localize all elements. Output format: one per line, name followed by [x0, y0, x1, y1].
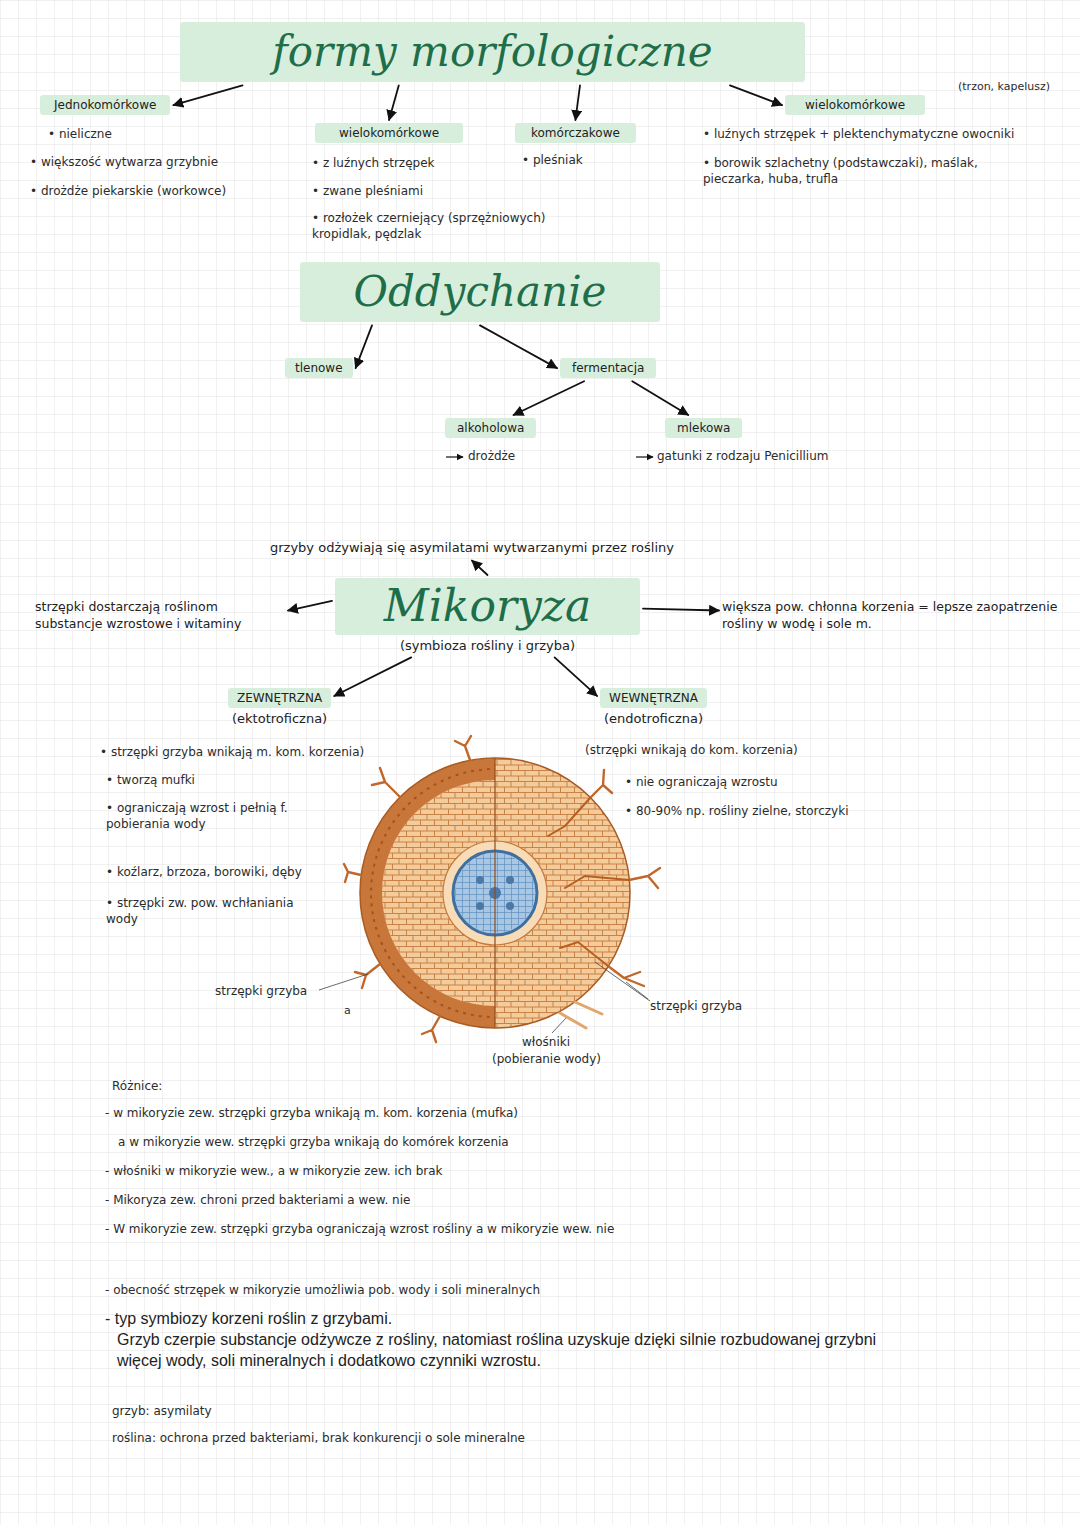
node-heading: alkoholowa: [445, 418, 536, 438]
handwritten-note: (pobieranie wody): [492, 1051, 601, 1067]
handwritten-note: włośniki: [522, 1034, 570, 1050]
note-box: strzępki dostarczają roślinom substancje…: [35, 598, 285, 634]
leader-lines: [319, 962, 650, 1033]
highlighted-heading: wielokomórkowe: [315, 123, 463, 143]
node-heading: komórczakowe: [515, 123, 636, 143]
node-heading: mlekowa: [665, 418, 742, 438]
node-heading: wielokomórkowe: [315, 123, 463, 143]
highlighted-heading: ZEWNĘTRZNA(ektotroficzna): [228, 688, 331, 728]
arrow-connector: [480, 325, 557, 368]
handwritten-note: • drożdże piekarskie (workowce): [30, 183, 226, 199]
highlighted-heading: mlekowa: [665, 418, 742, 438]
handwritten-note: • nieliczne: [48, 126, 112, 142]
handwritten-note: (strzępki wnikają do kom. korzenia): [585, 742, 798, 758]
handwritten-note: • 80-90% np. rośliny zielne, storczyki: [625, 803, 849, 819]
handwritten-note: - włośniki w mikoryzie wew., a w mikoryz…: [105, 1163, 443, 1179]
root-cross-section: [344, 736, 660, 1042]
typed-note: Grzyb czerpie substancje odżywcze z rośl…: [117, 1330, 917, 1372]
root-cortex: [495, 758, 630, 1028]
arrow-connector: [472, 561, 488, 575]
fungal-hyphae: [344, 736, 660, 1042]
node-heading: Oddychanie: [300, 262, 660, 322]
node-subtitle: (symbioza rośliny i grzyba): [335, 635, 640, 655]
root-outline: [360, 758, 630, 1028]
node-subtitle: (endotroficzna): [600, 708, 707, 728]
handwritten-note: - Mikoryza zew. chroni przed bakteriami …: [105, 1192, 410, 1208]
note-box: grzyby odżywiają się asymilatami wytwarz…: [270, 538, 674, 558]
handwritten-note: • nie ograniczają wzrostu: [625, 774, 778, 790]
handwritten-note: strzępki grzyba: [650, 998, 742, 1014]
highlighted-heading: Oddychanie: [300, 262, 660, 322]
handwritten-note: • koźlarz, brzoza, borowiki, dęby: [106, 864, 302, 880]
mantle-texture: [371, 769, 495, 1017]
node-heading: wielokomórkowe: [785, 95, 925, 115]
highlighted-heading: alkoholowa: [445, 418, 536, 438]
arrow-connector: [555, 657, 597, 696]
root-cells: [495, 758, 630, 1028]
handwritten-note: - W mikoryzie zew. strzępki grzyba ogran…: [105, 1221, 614, 1237]
arrow-connector: [575, 85, 580, 120]
root-cortex: [382, 780, 495, 1006]
highlighted-heading: Jednokomórkowe: [40, 95, 170, 115]
highlighted-heading: wielokomórkowe: [785, 95, 925, 115]
fungal-mantle: [360, 758, 495, 1028]
handwritten-note: - w mikoryzie zew. strzępki grzyba wnika…: [105, 1105, 518, 1121]
arrow-connector: [643, 609, 719, 611]
node-heading: grzyby odżywiają się asymilatami wytwarz…: [270, 538, 674, 558]
handwritten-note: grzyb: asymilaty: [112, 1403, 212, 1419]
handwritten-note: roślina: ochrona przed bakteriami, brak …: [112, 1430, 525, 1446]
handwritten-note: strzępki grzyba: [215, 983, 307, 999]
handwritten-note: a w mikoryzie wew. strzępki grzyba wnika…: [118, 1134, 509, 1150]
divider-line: [494, 758, 495, 1028]
handwritten-note: • borowik szlachetny (podstawczaki), maś…: [703, 155, 1003, 187]
inner-hyphae: [548, 798, 629, 966]
handwritten-note: Różnice:: [112, 1078, 162, 1094]
arrow-connector: [334, 657, 411, 696]
node-heading: fermentacja: [560, 358, 656, 378]
handwritten-note: • pleśniak: [522, 152, 583, 168]
node-heading: WEWNĘTRZNA: [600, 688, 707, 708]
handwritten-note: drożdże: [468, 448, 515, 464]
note-box: większa pow. chłonna korzenia = lepsze z…: [722, 598, 1067, 634]
handwritten-note: a: [344, 1004, 351, 1019]
highlighted-heading: Mikoryza(symbioza rośliny i grzyba): [335, 578, 640, 654]
highlighted-heading: komórczakowe: [515, 123, 636, 143]
arrow-connector: [356, 325, 372, 368]
handwritten-note: • tworzą mufki: [106, 772, 195, 788]
node-heading: strzępki dostarczają roślinom substancje…: [35, 598, 285, 634]
arrow-connector: [173, 85, 242, 105]
arrow-connector: [514, 381, 585, 415]
handwritten-note: • strzępki zw. pow. wchłaniania wody: [106, 895, 306, 927]
handwritten-note: • rozłożek czerniejący (sprzężniowych) k…: [312, 210, 602, 242]
handwritten-note: • strzępki grzyba wnikają m. kom. korzen…: [100, 744, 364, 760]
arrow-connector: [389, 85, 399, 120]
arrow-connector: [730, 85, 782, 105]
highlighted-heading: formy morfologiczne: [180, 22, 805, 82]
root-cells: [382, 780, 495, 1006]
node-heading: tlenowe: [285, 358, 353, 378]
handwritten-note: • zwane pleśniami: [312, 183, 423, 199]
arrow-connector: [632, 381, 688, 415]
node-heading: Mikoryza: [335, 578, 640, 635]
node-subtitle: (ektotroficzna): [228, 708, 331, 728]
handwritten-note: • ograniczają wzrost i pełnią f. pobiera…: [106, 800, 316, 832]
handwritten-note: gatunki z rodzaju Penicillium: [657, 448, 829, 464]
node-heading: ZEWNĘTRZNA: [228, 688, 331, 708]
highlighted-heading: fermentacja: [560, 358, 656, 378]
arrow-connector: [288, 601, 332, 611]
handwritten-note: - obecność strzępek w mikoryzie umożliwi…: [105, 1282, 540, 1298]
highlighted-heading: WEWNĘTRZNA(endotroficzna): [600, 688, 707, 728]
handwritten-note: • luźnych strzępek + plektenchymatyczne …: [703, 126, 1014, 142]
highlighted-heading: tlenowe: [285, 358, 353, 378]
node-heading: większa pow. chłonna korzenia = lepsze z…: [722, 598, 1067, 634]
handwritten-note: (trzon, kapelusz): [958, 80, 1050, 95]
node-heading: Jednokomórkowe: [40, 95, 170, 115]
handwritten-note: • większość wytwarza grzybnie: [30, 154, 218, 170]
node-heading: formy morfologiczne: [180, 22, 805, 82]
root-hairs: [560, 1002, 602, 1028]
typed-note: - typ symbiozy korzeni roślin z grzybami…: [105, 1309, 392, 1330]
handwritten-note: • z luźnych strzępek: [312, 155, 435, 171]
